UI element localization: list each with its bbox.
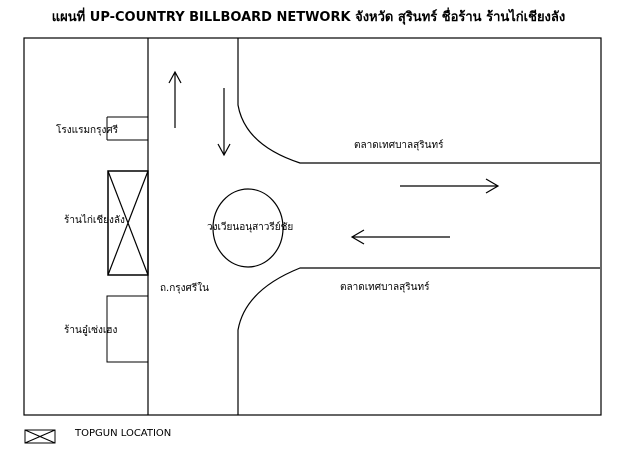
billboard-shop-label: ร้านไก่เชียงลัง: [64, 215, 125, 226]
roundabout-label: วงเวียนอนุสาวรีย์ชัย: [207, 222, 294, 233]
hotel-bracket: [106, 116, 148, 141]
arrow-right-icon: [400, 178, 500, 194]
billboard-crossed-box: [107, 170, 149, 276]
map-frame: [23, 37, 602, 416]
road-lower-label: ตลาดเทศบาลสุรินทร์: [340, 282, 430, 293]
other-shop-label: ร้านอู๋เซ่งเฮง: [64, 325, 118, 336]
shop-box: [106, 295, 149, 363]
arrow-down-icon: [217, 88, 231, 157]
road-edge-right-upper: [237, 38, 600, 164]
arrow-left-icon: [350, 229, 450, 245]
map-title: แผนที่ UP-COUNTRY BILLBOARD NETWORK จังห…: [51, 10, 566, 25]
arrow-up-icon: [168, 70, 182, 128]
road-upper-label: ตลาดเทศบาลสุรินทร์: [354, 140, 444, 151]
legend-label: TOPGUN LOCATION: [75, 428, 172, 439]
roundabout-circle: [212, 188, 284, 268]
crossed-box-icon: [24, 429, 56, 444]
road-edge-right-lower: [237, 267, 600, 415]
hotel-label: โรงแรมกรุงศรี: [56, 125, 119, 136]
street-label: ถ.กรุงศรีใน: [160, 283, 209, 294]
